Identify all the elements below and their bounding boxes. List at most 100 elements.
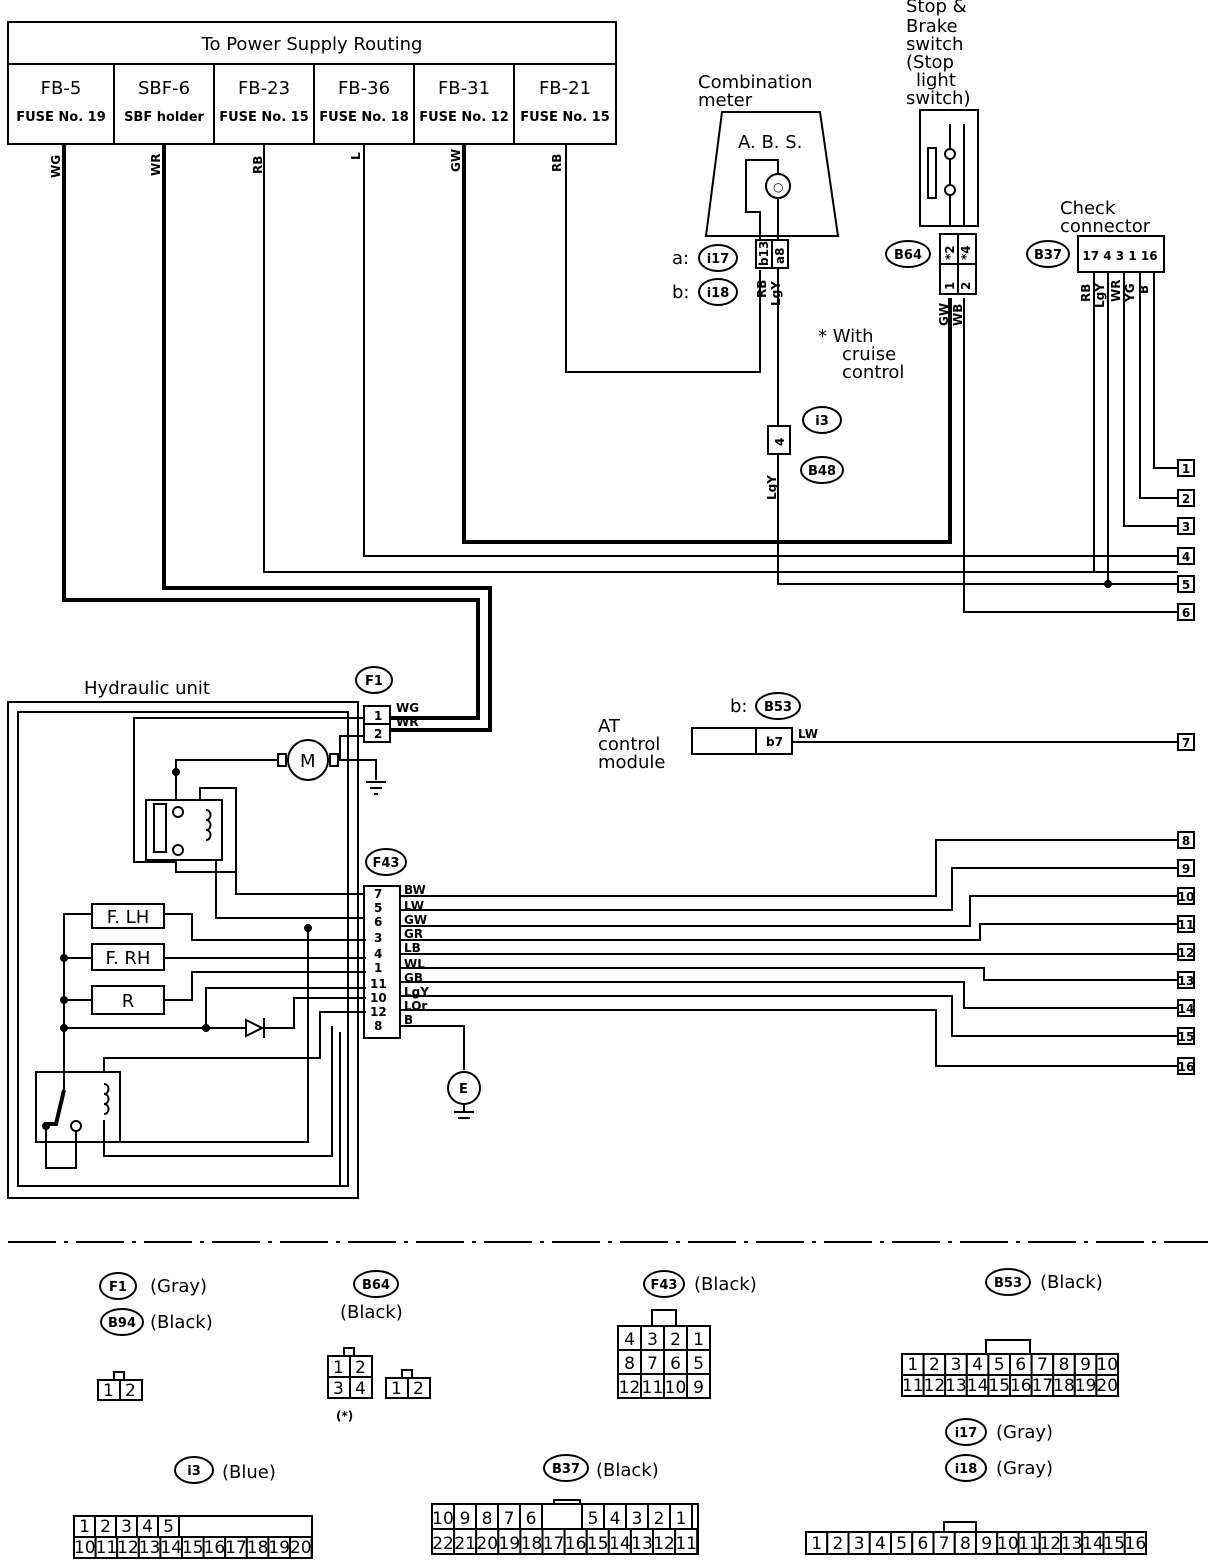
svg-text:F1: F1 [109, 1280, 127, 1295]
pin-number: 5 [163, 1517, 174, 1537]
pin-cell [1123, 1531, 1147, 1555]
pin-number: 16 [1125, 1534, 1147, 1554]
pin-number: 8 [482, 1509, 493, 1529]
svg-text:(Black): (Black) [694, 1274, 757, 1295]
svg-text:3: 3 [374, 931, 382, 945]
svg-text:13: 13 [1178, 974, 1195, 988]
fuse-desc: SBF holder [124, 110, 204, 125]
svg-text:i17: i17 [707, 252, 730, 267]
pin-number: 10 [74, 1538, 96, 1558]
fuse-id: SBF-6 [138, 78, 190, 99]
svg-text:16: 16 [1178, 1060, 1195, 1074]
power-wires [62, 144, 1178, 732]
svg-text:BW: BW [404, 883, 426, 897]
terminals: 1 2 3 4 5 6 7 8 9 10 11 12 13 14 15 16 [1177, 459, 1195, 1075]
pin-number: 2 [670, 1330, 681, 1350]
svg-text:WG: WG [396, 701, 419, 715]
fuse-id: FB-36 [338, 78, 390, 99]
stop-brake-switch: Stop & Brake switch (Stop light switch) … [885, 0, 1178, 613]
pin-number: 5 [693, 1354, 704, 1374]
svg-text:WR: WR [396, 715, 418, 729]
pin-number: 18 [247, 1538, 269, 1558]
pin-number: 15 [587, 1534, 609, 1554]
svg-text:RB: RB [755, 280, 769, 298]
meter-title: meter [698, 90, 753, 111]
terminal-8: 8 [1177, 831, 1195, 849]
power-title: To Power Supply Routing [201, 34, 423, 55]
svg-text:GW: GW [937, 303, 951, 326]
pin-number: 8 [624, 1354, 635, 1374]
pin-number: 11 [902, 1376, 924, 1396]
svg-text:RB: RB [1079, 284, 1093, 302]
svg-text:1: 1 [333, 1358, 344, 1378]
svg-text:Stop &: Stop & [906, 0, 967, 17]
pin-number: 8 [1059, 1355, 1070, 1375]
pin-number: 14 [609, 1534, 631, 1554]
pin-number: 16 [1010, 1376, 1032, 1396]
svg-text:4: 4 [773, 438, 787, 446]
svg-text:WB: WB [951, 304, 965, 326]
pin-cell [686, 1373, 711, 1399]
fuse-desc: FUSE No. 18 [319, 110, 409, 125]
fuse-desc: FUSE No. 19 [16, 110, 106, 125]
svg-text:6: 6 [1182, 606, 1190, 620]
svg-text:LB: LB [404, 941, 421, 955]
svg-text:switch: switch [906, 34, 963, 55]
meter-title: Combination [698, 72, 812, 93]
i3-connector: 4 i3 B48 LgY [765, 406, 1178, 585]
svg-text:WR: WR [1109, 280, 1123, 302]
svg-text:Brake: Brake [906, 16, 958, 37]
pin-number: 1 [907, 1355, 918, 1375]
svg-text:a:: a: [672, 248, 689, 269]
pin-number: 1 [676, 1509, 687, 1529]
pin-number: 17 [543, 1534, 565, 1554]
wire-label: WR [149, 154, 163, 176]
pin-number: 20 [1096, 1376, 1118, 1396]
power-supply-table: To Power Supply Routing FB-5 SBF-6 FB-23… [7, 21, 617, 178]
wire-label: RB [251, 156, 265, 174]
terminal-4: 4 [1177, 547, 1195, 565]
pin-number: 19 [268, 1538, 290, 1558]
connector-badge [698, 244, 738, 272]
pin-number: 7 [1037, 1355, 1048, 1375]
svg-text:1: 1 [103, 1381, 114, 1401]
pin-number: 12 [653, 1534, 675, 1554]
pin-number: 7 [504, 1509, 515, 1529]
svg-text:R: R [122, 991, 135, 1012]
svg-text:module: module [598, 752, 665, 773]
svg-text:(Gray): (Gray) [996, 1422, 1053, 1443]
svg-text:F43: F43 [651, 1278, 678, 1293]
svg-text:(Black): (Black) [1040, 1272, 1103, 1293]
svg-text:2: 2 [125, 1381, 136, 1401]
svg-text:B64: B64 [362, 1278, 390, 1293]
svg-text:8: 8 [1182, 834, 1190, 848]
pin-number: 5 [896, 1534, 907, 1554]
pin-number: 11 [642, 1378, 664, 1398]
svg-text:F1: F1 [365, 674, 383, 689]
terminal-1: 1 [1177, 459, 1195, 477]
cruise-note: * With cruise control [818, 326, 904, 383]
svg-text:cruise: cruise [842, 344, 896, 365]
svg-text:14: 14 [1178, 1002, 1195, 1016]
pin-number: 2 [100, 1517, 111, 1537]
pin-number: 21 [454, 1534, 476, 1554]
pin-number: 4 [875, 1534, 886, 1554]
svg-text:3: 3 [1182, 520, 1190, 534]
svg-text:M: M [300, 751, 316, 772]
svg-text:10: 10 [370, 991, 387, 1005]
wire-label: RB [550, 154, 564, 172]
pin-number: 14 [967, 1376, 989, 1396]
svg-text:(Black): (Black) [340, 1302, 403, 1323]
svg-text:9: 9 [1182, 862, 1190, 876]
fuse-id: FB-23 [238, 78, 290, 99]
fuse-desc: FUSE No. 15 [520, 110, 610, 125]
svg-text:B94: B94 [108, 1316, 136, 1331]
svg-text:b7: b7 [766, 735, 783, 749]
svg-text:light: light [916, 70, 956, 91]
pin-number: 12 [1040, 1534, 1062, 1554]
svg-text:B: B [404, 1013, 413, 1027]
svg-text:11: 11 [1178, 918, 1195, 932]
svg-text:(Gray): (Gray) [150, 1276, 207, 1297]
svg-text:2: 2 [959, 282, 973, 290]
